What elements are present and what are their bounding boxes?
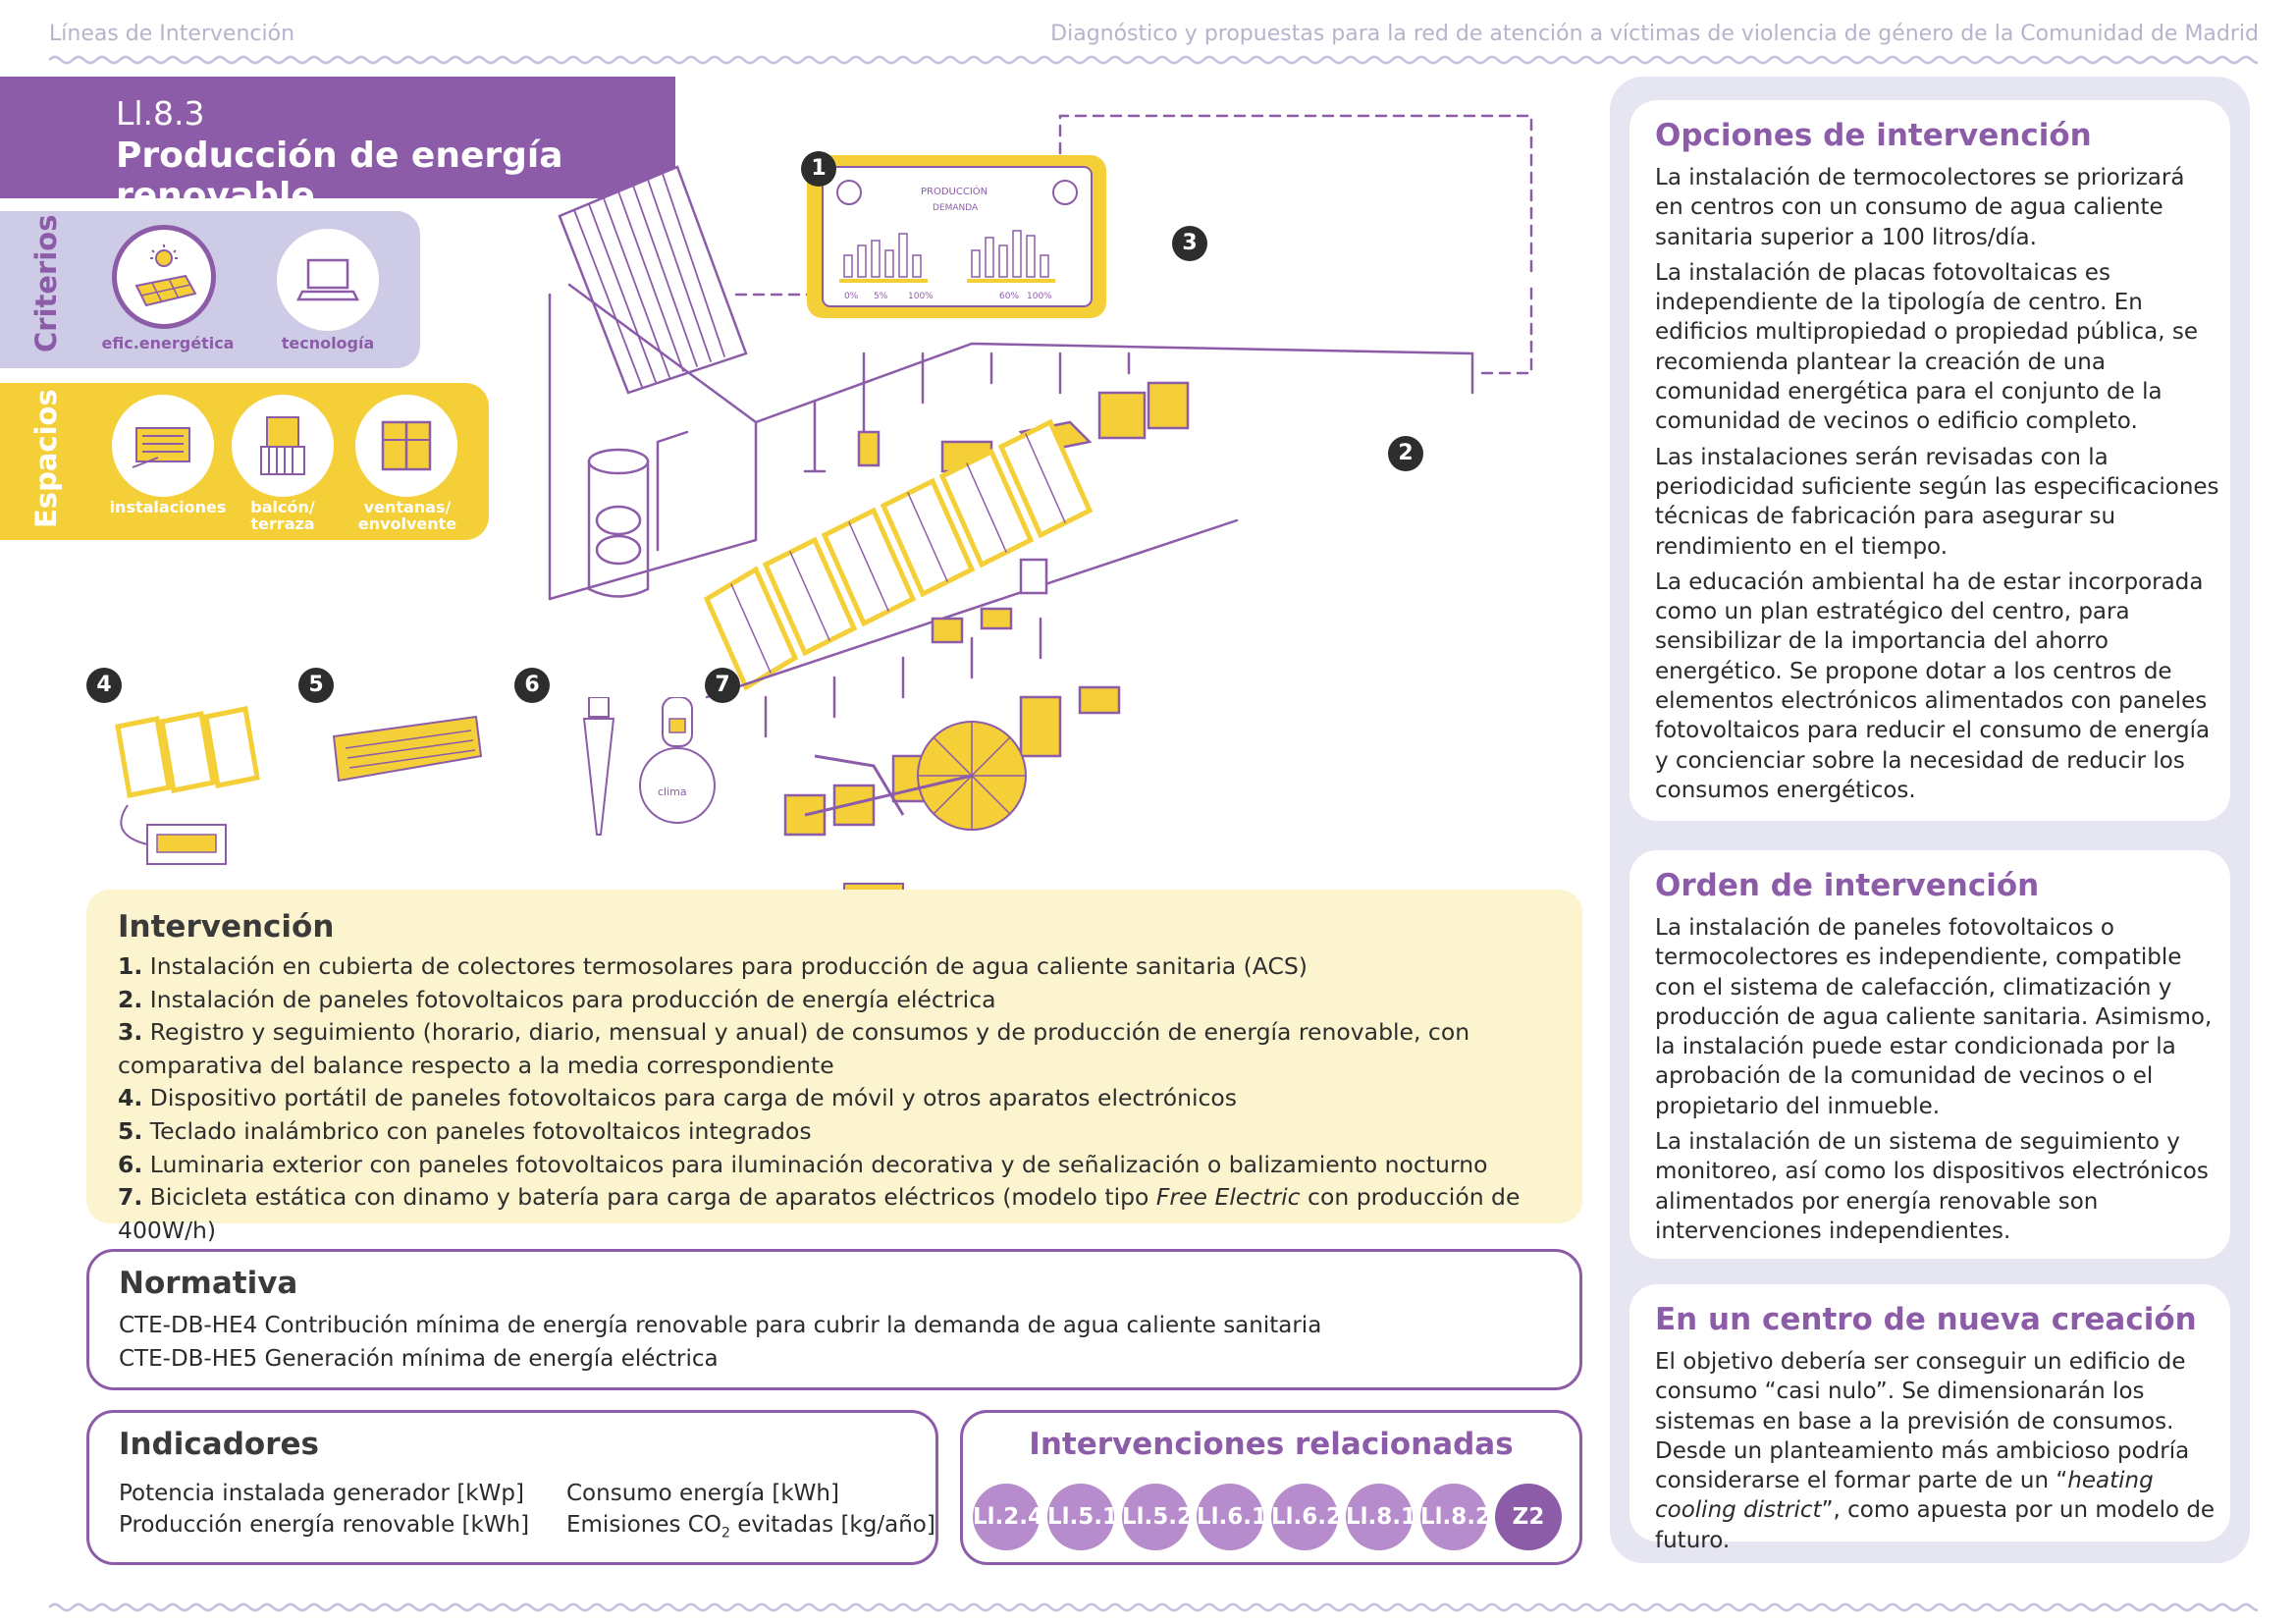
intervencion-item: 1. Instalación en cubierta de colectores… <box>118 952 1308 980</box>
opciones-paragraph: La instalación de termocolectores se pri… <box>1655 165 2185 250</box>
header-document-title: Diagnóstico y propuestas para la red de … <box>1050 22 2259 46</box>
relacionadas-title: Intervenciones relacionadas <box>1029 1427 1514 1462</box>
intervencion-list: 1. Instalación en cubierta de colectores… <box>118 950 1571 1247</box>
window-icon <box>381 420 432 471</box>
espacio-ventanas-envolvente <box>355 395 457 497</box>
screen-subtitle: DEMANDA <box>933 203 979 213</box>
solar-panel-sun-icon <box>134 244 197 307</box>
normativa-title: Normativa <box>119 1266 298 1301</box>
intervencion-item: 6. Luminaria exterior con paneles fotovo… <box>118 1150 1488 1178</box>
normativa-box: Normativa CTE-DB-HE4 Contribución mínima… <box>86 1249 1582 1390</box>
line-code: Ll.8.3 <box>116 94 205 133</box>
espacios-band: Espacios instalaciones balcón/ terraza v… <box>0 383 489 540</box>
right-panel: Opciones de intervención La instalación … <box>1610 77 2250 1563</box>
orden-title: Orden de intervención <box>1655 868 2040 903</box>
criterio-efic-energetica <box>112 225 216 329</box>
related-badge[interactable]: Ll.6.1 <box>1197 1484 1267 1550</box>
intervencion-item: 4. Dispositivo portátil de paneles fotov… <box>118 1084 1238 1112</box>
indicador: Emisiones CO2 evitadas [kg/año] <box>566 1512 935 1542</box>
espacio-instalaciones <box>112 395 214 497</box>
opciones-paragraph: Las instalaciones serán revisadas con la… <box>1655 444 2219 560</box>
marker-6: 6 <box>514 668 550 703</box>
espacio-ventanas-envolvente-label: ventanas/ envolvente <box>357 498 457 533</box>
related-badge[interactable]: Ll.5.2 <box>1122 1484 1193 1550</box>
indicador: Consumo energía [kWh] <box>566 1481 839 1506</box>
indicador: Potencia instalada generador [kWp] <box>119 1481 524 1506</box>
header-wave-divider <box>49 55 2258 65</box>
monitoring-screen-drawing: PRODUCCIÓN DEMANDA 0% 5% 100% 60% 100% <box>807 155 1106 318</box>
normativa-line: CTE-DB-HE5 Generación mínima de energía … <box>119 1346 719 1372</box>
opciones-paragraph: La educación ambiental ha de estar incor… <box>1655 568 2211 803</box>
normativa-line: CTE-DB-HE4 Contribución mínima de energí… <box>119 1313 1322 1338</box>
indicadores-box: Indicadores Potencia instalada generador… <box>86 1410 938 1565</box>
installation-illustration: PRODUCCIÓN DEMANDA 0% 5% 100% 60% 100% <box>86 108 1571 924</box>
screen-tick-3: 60% <box>999 292 1019 301</box>
wave-line <box>49 1602 2258 1612</box>
normativa-list: CTE-DB-HE4 Contribución mínima de energí… <box>119 1309 1321 1376</box>
criterio-efic-energetica-label: efic.energética <box>101 334 235 352</box>
nueva-card: En un centro de nueva creación El objeti… <box>1629 1284 2230 1553</box>
orden-paragraph: La instalación de un sistema de seguimie… <box>1655 1129 2209 1244</box>
intervencion-title: Intervención <box>118 909 335 945</box>
criterio-tecnologia <box>277 229 379 331</box>
screen-tick-2: 100% <box>908 292 934 301</box>
espacios-label: Espacios <box>29 389 63 528</box>
lamp-text: clima <box>658 785 687 798</box>
indicadores-col-1: Potencia instalada generador [kWp] Produ… <box>119 1478 529 1541</box>
screen-tick-0: 0% <box>844 292 859 301</box>
page-title: Producción de energía renovable <box>116 135 563 216</box>
orden-paragraph: La instalación de paneles fotovoltaicos … <box>1655 915 2213 1119</box>
intervencion-item: 7. Bicicleta estática con dinamo y bater… <box>118 1183 1521 1244</box>
related-badge[interactable]: Ll.2.4 <box>973 1484 1043 1550</box>
balcony-icon <box>260 416 305 475</box>
screen-tick-4: 100% <box>1027 292 1052 301</box>
marker-7: 7 <box>705 668 740 703</box>
marker-1: 1 <box>801 151 836 187</box>
intervencion-item: 2. Instalación de paneles fotovoltaicos … <box>118 985 996 1013</box>
criterios-band: Criterios efic.energética tecnología <box>0 211 420 368</box>
nueva-title: En un centro de nueva creación <box>1655 1302 2197 1337</box>
marker-2: 2 <box>1388 436 1423 471</box>
intervencion-box: Intervención 1. Instalación en cubierta … <box>86 890 1582 1244</box>
marker-3: 3 <box>1172 226 1207 261</box>
laptop-icon <box>296 258 359 301</box>
orden-card: Orden de intervención La instalación de … <box>1629 850 2230 1259</box>
title-band: Ll.8.3 Producción de energía renovable <box>0 77 675 216</box>
intervencion-item: 3. Registro y seguimiento (horario, diar… <box>118 1018 1470 1079</box>
installations-icon <box>132 427 190 468</box>
indicadores-col-2: Consumo energía [kWh] Emisiones CO2 evit… <box>566 1478 935 1549</box>
indicador: Producción energía renovable [kWh] <box>119 1512 530 1538</box>
footer-wave-divider <box>49 1602 2258 1612</box>
relacionadas-box: Intervenciones relacionadas Ll.2.4 Ll.5.… <box>960 1410 1582 1565</box>
marker-5: 5 <box>298 668 334 703</box>
nueva-paragraph: El objetivo debería ser conseguir un edi… <box>1655 1349 2216 1553</box>
related-badge[interactable]: Ll.8.1 <box>1346 1484 1416 1550</box>
espacio-balcon-terraza <box>232 395 334 497</box>
related-badge-z2[interactable]: Z2 <box>1495 1484 1562 1550</box>
related-badge[interactable]: Ll.6.2 <box>1271 1484 1342 1550</box>
criterio-tecnologia-label: tecnología <box>281 334 375 352</box>
screen-tick-1: 5% <box>874 292 888 301</box>
wave-line <box>49 55 2258 65</box>
orden-body: La instalación de paneles fotovoltaicos … <box>1655 913 2219 1252</box>
small-devices-drawing: clima <box>115 697 1027 924</box>
nueva-body: El objetivo debería ser conseguir un edi… <box>1655 1347 2219 1561</box>
opciones-body: La instalación de termocolectores se pri… <box>1655 163 2219 811</box>
indicadores-title: Indicadores <box>119 1427 319 1462</box>
marker-4: 4 <box>86 668 122 703</box>
intervencion-item: 5. Teclado inalámbrico con paneles fotov… <box>118 1116 812 1145</box>
opciones-title: Opciones de intervención <box>1655 118 2092 153</box>
screen-title: PRODUCCIÓN <box>921 185 988 197</box>
related-badge[interactable]: Ll.5.1 <box>1047 1484 1118 1550</box>
opciones-paragraph: La instalación de placas fotovoltaicas e… <box>1655 259 2198 435</box>
criterios-label: Criterios <box>29 214 63 352</box>
opciones-card: Opciones de intervención La instalación … <box>1629 100 2230 821</box>
header-section-label: Líneas de Intervención <box>49 22 295 46</box>
espacio-balcon-terraza-label: balcón/ terraza <box>250 498 315 533</box>
espacio-instalaciones-label: instalaciones <box>109 498 227 516</box>
related-badge[interactable]: Ll.8.2 <box>1420 1484 1491 1550</box>
